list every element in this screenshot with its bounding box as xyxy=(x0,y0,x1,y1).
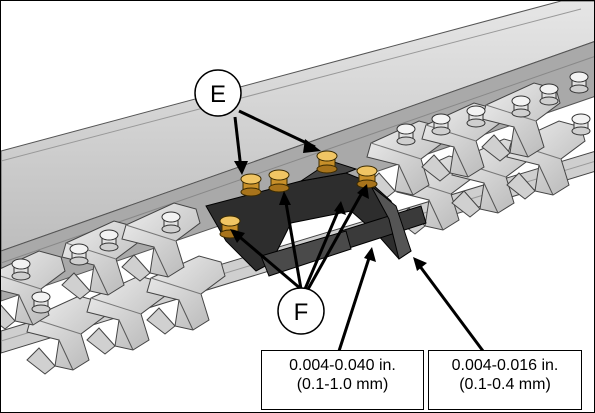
clearance-spec-left: 0.004-0.040 in. (0.1-1.0 mm) xyxy=(261,350,424,410)
callout-f-circle xyxy=(277,287,325,335)
arrowhead xyxy=(230,229,245,243)
clearance-leader-right xyxy=(417,264,485,352)
callout-e-circle xyxy=(194,69,242,117)
callout-f-label: F xyxy=(294,299,309,326)
arrowhead xyxy=(364,247,376,262)
clearance-spec-right-inches: 0.004-0.016 in. xyxy=(451,357,559,374)
callout-f-leader-1 xyxy=(234,231,302,291)
callout-f: F xyxy=(230,184,369,335)
clearance-leaders xyxy=(337,247,485,352)
clearance-spec-right-mm: (0.1-0.4 mm) xyxy=(459,376,551,393)
clearance-leader-left xyxy=(337,254,372,352)
callout-e: E xyxy=(194,69,321,175)
arrowhead xyxy=(357,184,369,199)
callout-e-leader-2 xyxy=(238,109,316,149)
callout-f-leader-4 xyxy=(305,190,365,292)
clearance-spec-right: 0.004-0.016 in. (0.1-0.4 mm) xyxy=(428,350,582,410)
clearance-spec-left-mm: (0.1-1.0 mm) xyxy=(296,376,389,393)
arrowhead xyxy=(334,201,346,215)
callout-e-label: E xyxy=(210,81,226,108)
clearance-spec-left-inches: 0.004-0.040 in. xyxy=(289,357,396,374)
arrowhead xyxy=(279,191,291,205)
arrowhead xyxy=(413,257,427,271)
callout-f-leader-2 xyxy=(283,196,303,290)
callout-f-leader-3 xyxy=(303,208,341,290)
arrowhead xyxy=(303,139,321,153)
callout-e-leader-1 xyxy=(233,116,243,170)
arrowhead xyxy=(234,161,248,175)
